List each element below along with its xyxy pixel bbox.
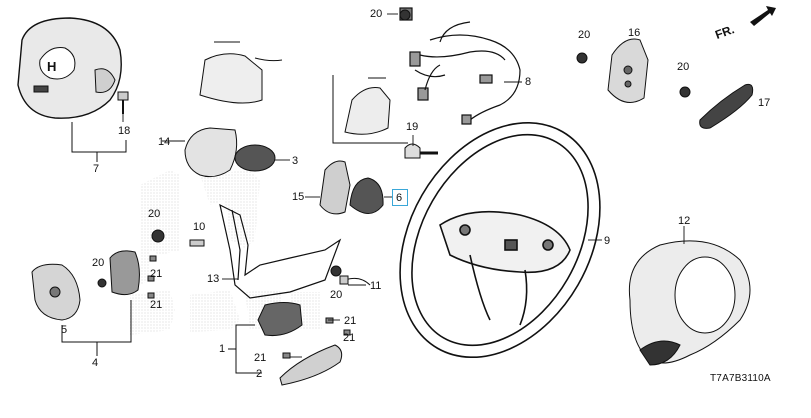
callout-2: 2 [256, 368, 263, 380]
callout-20-b: 20 [578, 29, 591, 41]
callout-8: 8 [525, 76, 532, 88]
switch-bezel [184, 127, 238, 178]
callout-21-a: 21 [150, 268, 163, 280]
callout-20-d: 20 [148, 208, 161, 220]
svg-text:H: H [47, 59, 56, 74]
callout-6-highlight [392, 189, 408, 206]
callout-7: 7 [93, 163, 100, 175]
airbag-module: H [17, 17, 122, 119]
steering-wheel [399, 121, 601, 359]
callout-5: 5 [61, 324, 68, 336]
callout-10: 10 [193, 221, 206, 233]
callout-21-d: 21 [343, 332, 356, 344]
lower-garnish-trim [219, 203, 342, 299]
leader-lines [122, 13, 685, 358]
paddle-shifter [699, 84, 754, 129]
screw-icons [147, 255, 351, 359]
cruise-switch [319, 160, 351, 215]
callout-1: 1 [219, 343, 226, 355]
callout-3: 3 [292, 155, 299, 167]
wire-harness [399, 7, 521, 125]
callout-13: 13 [207, 273, 220, 285]
horn-bolt [117, 91, 129, 114]
callout-15: 15 [292, 191, 305, 203]
callout-20-f: 20 [330, 289, 343, 301]
small-harness [189, 239, 371, 286]
callout-20-a: 20 [370, 8, 383, 20]
callout-6: 6 [396, 192, 403, 204]
diagram-code: T7A7B3110A [710, 373, 771, 384]
callout-16: 16 [628, 27, 641, 39]
callout-9: 9 [604, 235, 611, 247]
callout-4: 4 [92, 357, 99, 369]
callout-11: 11 [370, 280, 382, 292]
switch-knob [234, 144, 276, 172]
cancel-switch [349, 177, 384, 214]
callout-20-c: 20 [677, 61, 690, 73]
switch-cover-upper [199, 41, 283, 104]
switch-plate [109, 250, 140, 296]
callout-17: 17 [758, 97, 771, 109]
bottom-trim [279, 344, 343, 386]
rear-cover [628, 240, 751, 366]
callout-12: 12 [678, 215, 691, 227]
right-switch-assembly [607, 38, 649, 103]
callout-21-e: 21 [254, 352, 267, 364]
nut-icons [97, 9, 691, 288]
callout-18: 18 [118, 125, 131, 137]
left-switch-assembly [31, 263, 81, 321]
callout-20-e: 20 [92, 257, 105, 269]
callout-19: 19 [406, 121, 419, 133]
center-bolt [404, 143, 438, 159]
cruise-control-unit [257, 302, 303, 336]
callout-14: 14 [158, 136, 171, 148]
callout-21-b: 21 [150, 299, 163, 311]
front-arrow-icon [750, 6, 776, 26]
callout-21-c: 21 [344, 315, 357, 327]
paddle-cover [344, 77, 391, 135]
